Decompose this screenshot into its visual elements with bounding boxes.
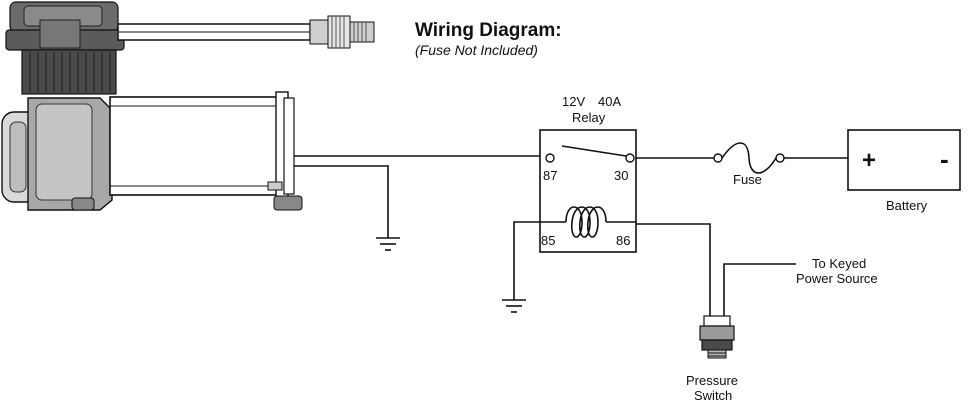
relay-terminal-87: 87	[543, 168, 557, 183]
relay-terminal-85: 85	[541, 233, 555, 248]
ground-symbol-compressor	[376, 237, 400, 251]
ground-symbol-relay	[502, 299, 526, 313]
diagram-title: Wiring Diagram:	[415, 20, 562, 41]
battery-positive-terminal: +	[862, 147, 876, 174]
battery	[847, 129, 961, 191]
fuse-label: Fuse	[733, 172, 762, 187]
air-compressor-illustration	[1, 1, 375, 211]
relay-coil	[540, 206, 636, 238]
relay-rating-amps: 40A	[598, 94, 621, 109]
diagram-subtitle: (Fuse Not Included)	[415, 42, 538, 58]
fuse-symbol	[713, 142, 785, 174]
pressure-switch	[699, 315, 735, 359]
power-source-line-1: To Keyed	[812, 256, 866, 271]
relay-label: Relay	[572, 110, 606, 125]
battery-label: Battery	[886, 198, 928, 213]
pressure-switch-line-2: Switch	[694, 388, 732, 403]
power-source-line-2: Power Source	[796, 271, 878, 286]
wires	[294, 155, 848, 318]
relay-terminal-30: 30	[614, 168, 628, 183]
relay-terminal-86: 86	[616, 233, 630, 248]
relay	[539, 129, 637, 253]
relay-rating-voltage: 12V	[562, 94, 585, 109]
pressure-switch-line-1: Pressure	[686, 373, 738, 388]
battery-negative-terminal: -	[940, 144, 949, 174]
